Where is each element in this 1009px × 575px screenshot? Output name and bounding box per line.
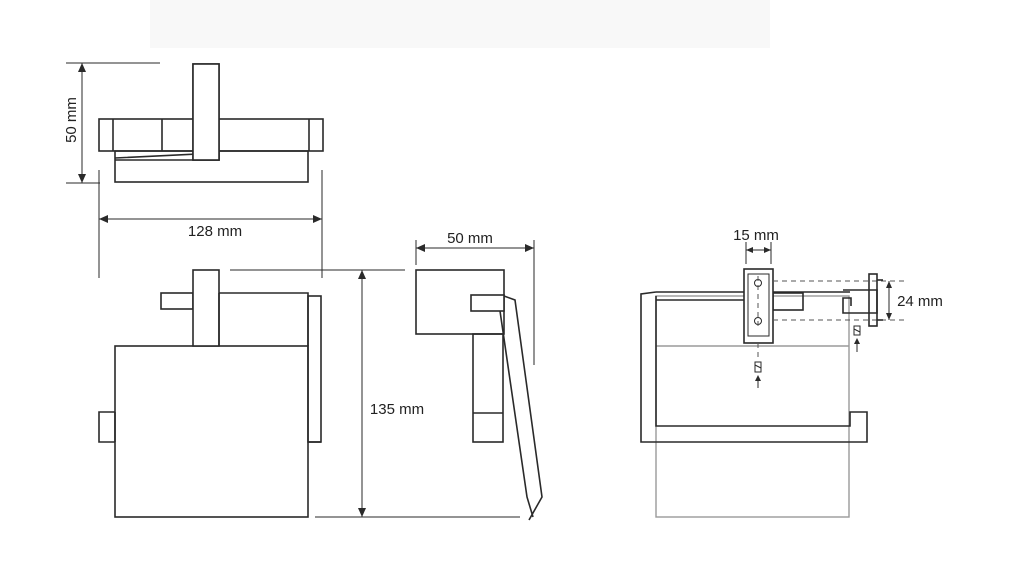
side-depth-label: 50 mm xyxy=(447,230,493,247)
front-height-label: 135 mm xyxy=(370,401,424,418)
installation-view xyxy=(640,268,868,518)
dimension-mount-width: 15 mm xyxy=(733,227,779,264)
side-view-arm xyxy=(472,333,504,443)
top-view xyxy=(98,63,324,183)
top-height-label: 50 mm xyxy=(63,97,80,143)
dimension-top-height: 50 mm xyxy=(63,62,160,184)
dimension-mount-height: 24 mm xyxy=(886,281,943,320)
front-view xyxy=(98,269,322,518)
watermark xyxy=(150,0,770,48)
mount-width-label: 15 mm xyxy=(733,227,779,244)
wall-mount-part xyxy=(754,273,905,388)
dimension-top-width: 128 mm xyxy=(98,170,323,278)
front-view-cover xyxy=(114,345,309,518)
top-width-label: 128 mm xyxy=(188,223,242,240)
front-view-rod xyxy=(160,292,194,310)
side-view xyxy=(415,269,543,521)
mount-height-label: 24 mm xyxy=(897,293,943,310)
dimension-side-depth: 50 mm xyxy=(415,230,535,365)
dimension-front-height: 135 mm xyxy=(230,269,520,518)
front-view-bracket xyxy=(192,269,220,347)
